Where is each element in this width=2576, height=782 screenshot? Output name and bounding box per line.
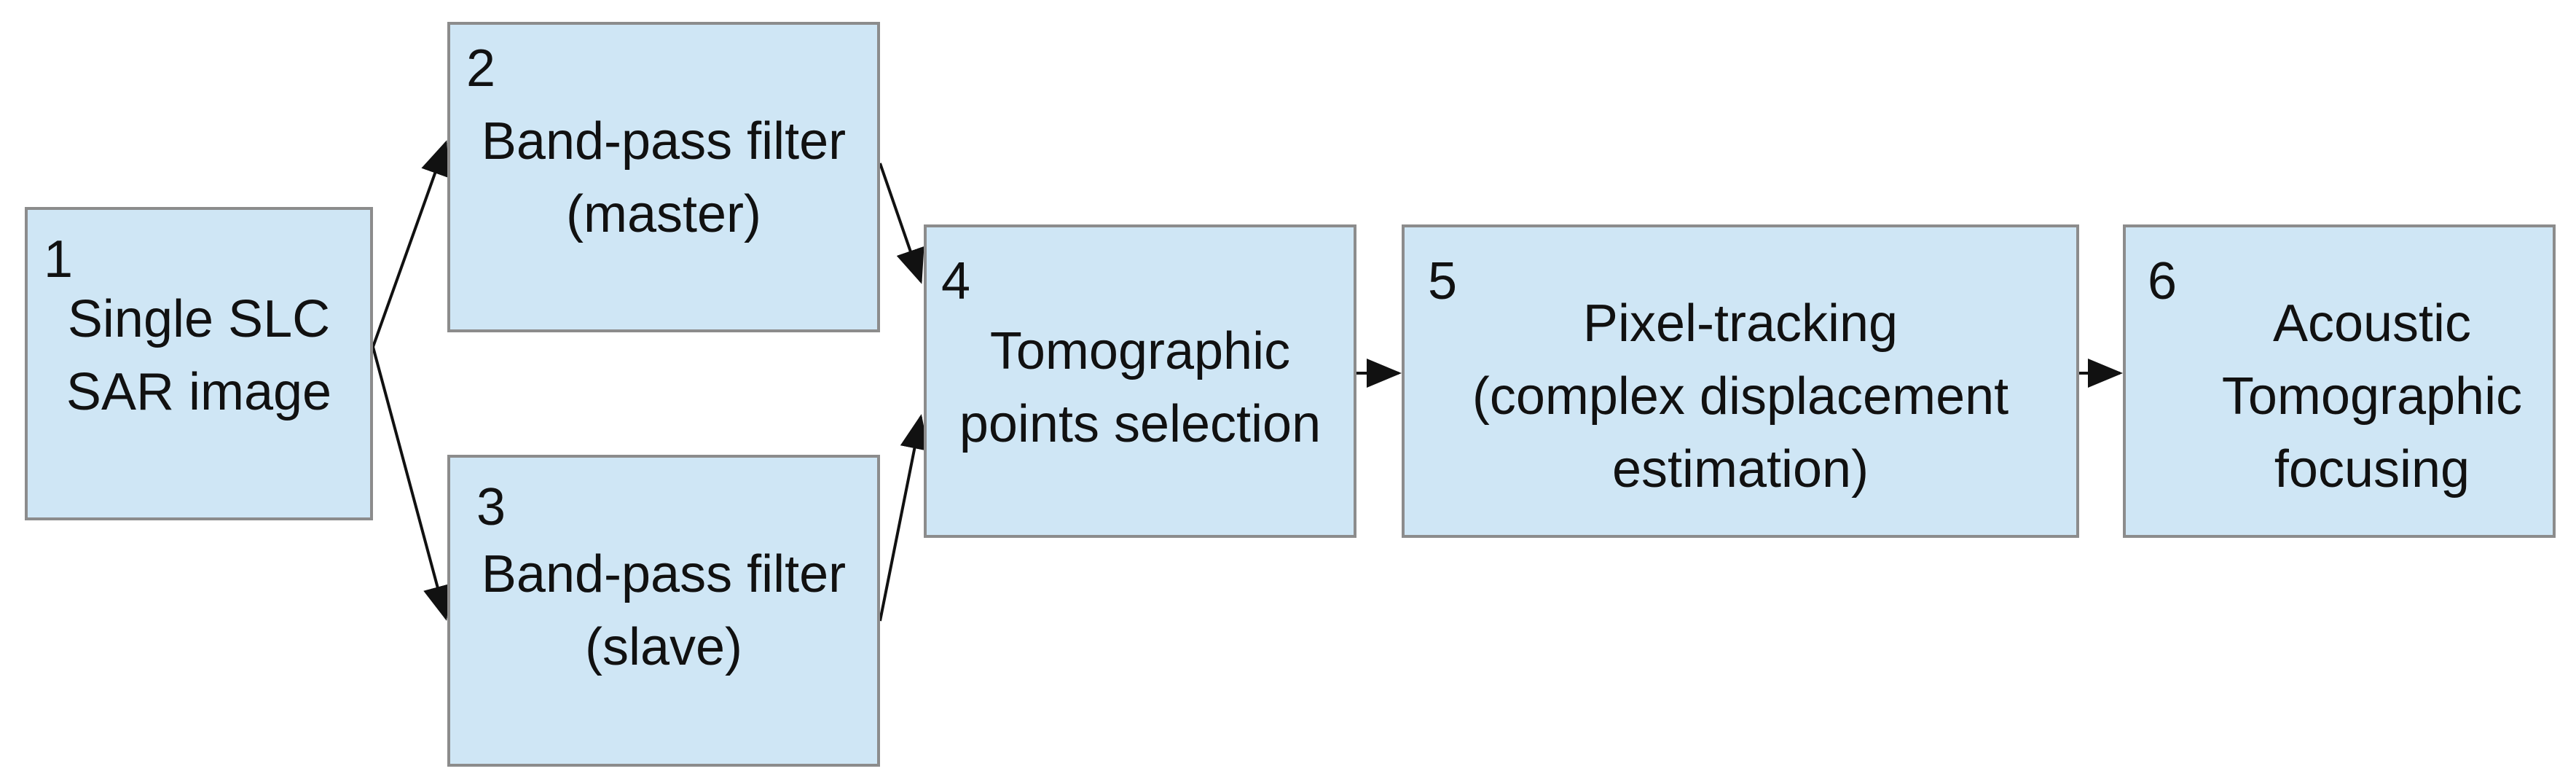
step-box-5: 5 Pixel-tracking (complex displacement e… xyxy=(1402,224,2079,538)
step-label-line: Pixel-tracking xyxy=(1582,294,1898,353)
step-number: 5 xyxy=(1428,252,1458,310)
arrow-1-to-3 xyxy=(372,346,452,621)
step-label: Acoustic Tomographic focusing xyxy=(2191,287,2553,506)
arrow-2-to-4 xyxy=(879,163,924,284)
step-box-4: 4 Tomographic points selection xyxy=(924,224,1356,538)
step-box-3: 3 Band-pass filter (slave) xyxy=(447,455,880,767)
step-label: Band-pass filter (master) xyxy=(450,105,877,251)
step-label: Tomographic points selection xyxy=(927,315,1354,461)
step-label-line: Band-pass filter xyxy=(481,545,847,603)
step-label: Single SLC SAR image xyxy=(28,283,370,429)
arrow-3-to-4 xyxy=(879,414,929,622)
step-number: 1 xyxy=(44,230,74,289)
step-label-line: (complex displacement xyxy=(1472,367,2009,426)
step-box-1: 1 Single SLC SAR image xyxy=(25,207,373,520)
step-label-line: Tomographic xyxy=(989,322,1291,380)
step-number: 3 xyxy=(476,478,506,536)
step-label-line: focusing xyxy=(2274,440,2470,498)
step-label: Pixel-tracking (complex displacement est… xyxy=(1405,287,2076,506)
step-number: 6 xyxy=(2148,252,2178,310)
step-label-line: SAR image xyxy=(66,363,332,421)
step-number: 4 xyxy=(941,252,971,310)
step-label-line: points selection xyxy=(959,395,1322,453)
step-label-line: Single SLC xyxy=(67,290,331,348)
step-label-line: (master) xyxy=(566,185,761,243)
step-label-line: Tomographic xyxy=(2221,367,2523,426)
step-box-6: 6 Acoustic Tomographic focusing xyxy=(2123,224,2556,538)
arrow-1-to-2 xyxy=(372,140,449,348)
step-label-line: estimation) xyxy=(1611,440,1869,498)
step-number: 2 xyxy=(466,39,496,98)
step-label-line: Band-pass filter xyxy=(481,112,847,171)
step-label-line: Acoustic xyxy=(2272,294,2472,353)
step-label: Band-pass filter (slave) xyxy=(450,538,877,684)
step-box-2: 2 Band-pass filter (master) xyxy=(447,22,880,332)
step-label-line: (slave) xyxy=(584,618,743,676)
